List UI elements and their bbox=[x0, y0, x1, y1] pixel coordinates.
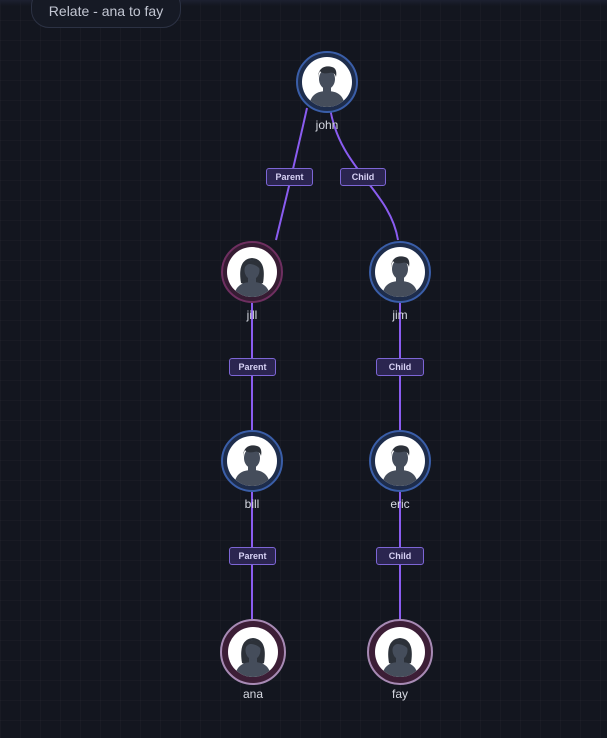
node-eric[interactable] bbox=[369, 430, 431, 492]
node-ana[interactable] bbox=[220, 619, 286, 685]
node-jill[interactable] bbox=[221, 241, 283, 303]
node-fay[interactable] bbox=[367, 619, 433, 685]
edge-label-john-jill[interactable]: Parent bbox=[266, 168, 313, 186]
node-label-bill: bill bbox=[244, 497, 260, 511]
top-edge-shade bbox=[0, 0, 607, 6]
male-avatar-icon bbox=[375, 436, 425, 486]
edge-label-john-jim[interactable]: Child bbox=[340, 168, 386, 186]
female-avatar-icon bbox=[375, 627, 425, 677]
node-label-eric: eric bbox=[390, 497, 410, 511]
female-avatar-icon bbox=[227, 247, 277, 297]
edge-label-bill-ana[interactable]: Parent bbox=[229, 547, 276, 565]
edge-label-eric-fay[interactable]: Child bbox=[376, 547, 424, 565]
edge-label-jill-bill[interactable]: Parent bbox=[229, 358, 276, 376]
node-label-ana: ana bbox=[242, 687, 264, 701]
male-avatar-icon bbox=[227, 436, 277, 486]
node-label-jill: jill bbox=[246, 308, 258, 322]
node-bill[interactable] bbox=[221, 430, 283, 492]
edge-label-jim-eric[interactable]: Child bbox=[376, 358, 424, 376]
male-avatar-icon bbox=[302, 57, 352, 107]
male-avatar-icon bbox=[375, 247, 425, 297]
node-label-john: john bbox=[315, 118, 339, 132]
graph-title: Relate - ana to fay bbox=[31, 0, 181, 28]
node-label-fay: fay bbox=[391, 687, 408, 701]
node-john[interactable] bbox=[296, 51, 358, 113]
node-label-jim: jim bbox=[392, 308, 408, 322]
female-avatar-icon bbox=[228, 627, 278, 677]
node-jim[interactable] bbox=[369, 241, 431, 303]
